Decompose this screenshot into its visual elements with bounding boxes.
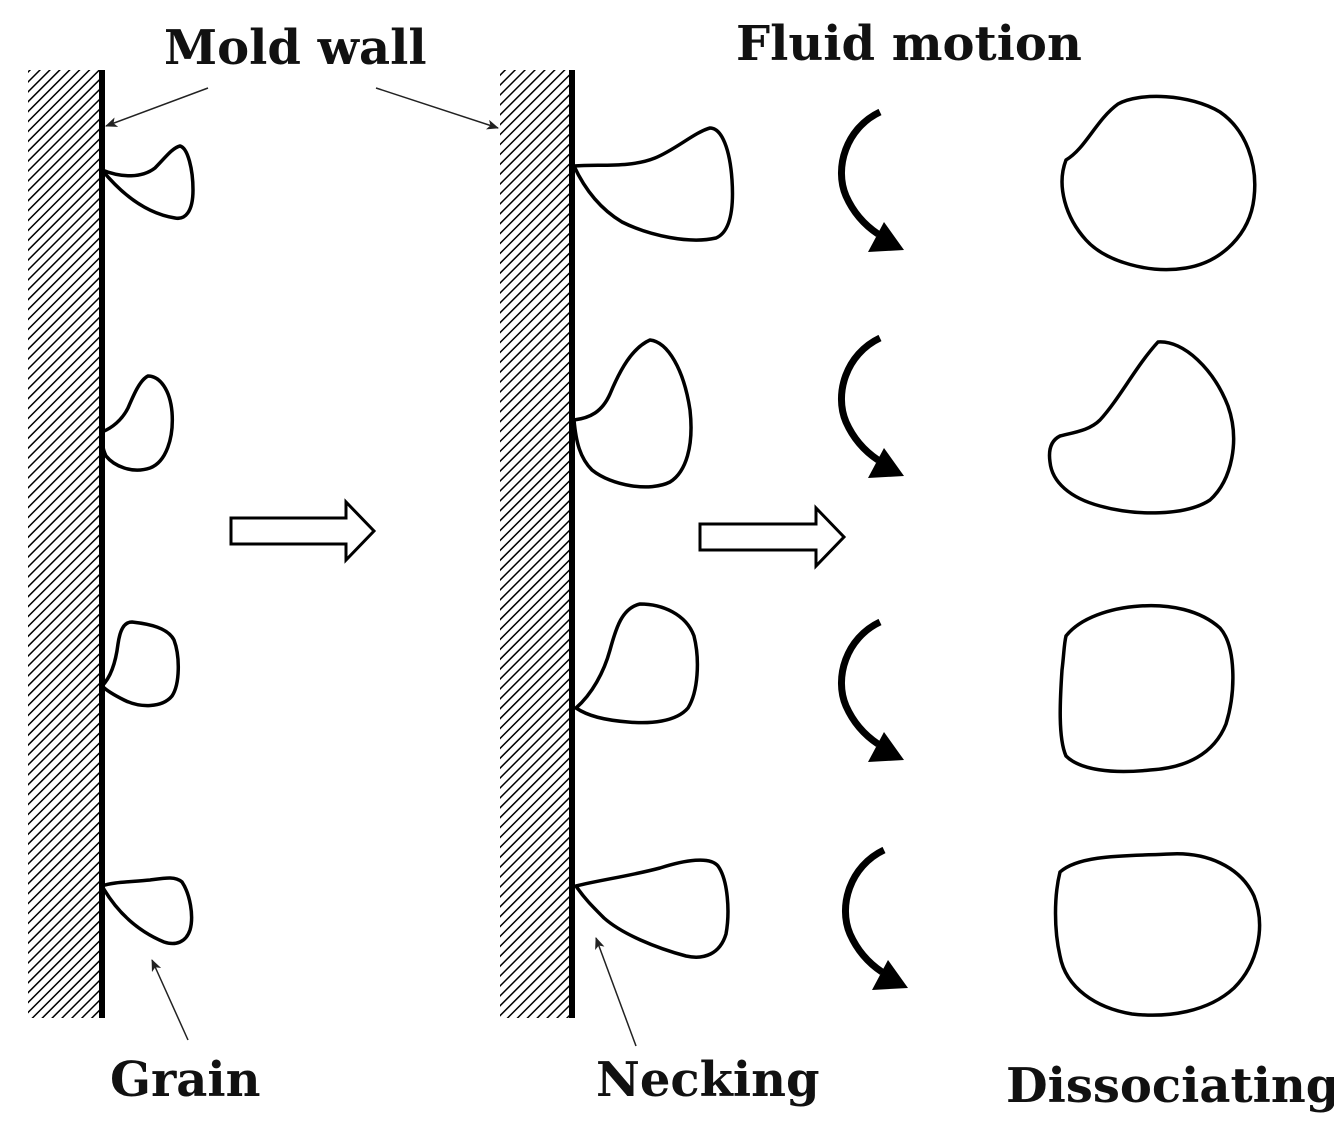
grain bbox=[100, 876, 194, 946]
curved-arrow-icon bbox=[837, 334, 904, 478]
label-dissociating: Dissociating bbox=[1006, 1058, 1334, 1114]
label-necking: Necking bbox=[596, 1052, 820, 1108]
curved-arrow-icon bbox=[837, 108, 904, 252]
grain bbox=[1047, 340, 1236, 515]
stage-attached bbox=[28, 70, 209, 1041]
grain bbox=[1053, 852, 1262, 1017]
grain bbox=[1058, 603, 1235, 774]
stage-necking bbox=[375, 70, 735, 1047]
grain bbox=[1060, 94, 1257, 272]
transition-arrow-2 bbox=[698, 504, 847, 570]
curved-arrow-icon bbox=[837, 618, 904, 762]
mold-wall-pointer bbox=[105, 87, 209, 127]
curved-arrow-icon bbox=[841, 846, 908, 990]
fluid-motion-arrows bbox=[837, 108, 908, 990]
grain bbox=[572, 338, 693, 489]
transition-arrow-1 bbox=[229, 498, 377, 564]
grain bbox=[100, 374, 175, 472]
label-mold-wall: Mold wall bbox=[164, 20, 427, 76]
grain bbox=[574, 602, 700, 725]
mold-wall-hatch-middle bbox=[500, 70, 572, 1018]
label-grain: Grain bbox=[110, 1052, 261, 1108]
grain bbox=[100, 620, 180, 708]
label-fluid-motion: Fluid motion bbox=[736, 16, 1082, 72]
grain bbox=[100, 144, 195, 221]
stage-dissociating bbox=[1047, 94, 1262, 1017]
grain bbox=[574, 858, 730, 959]
mold-wall-pointer bbox=[375, 87, 499, 130]
mold-wall-hatch-left bbox=[28, 70, 102, 1018]
grain bbox=[572, 126, 735, 242]
necking-pointer bbox=[595, 937, 637, 1047]
grain-pointer bbox=[151, 959, 189, 1041]
